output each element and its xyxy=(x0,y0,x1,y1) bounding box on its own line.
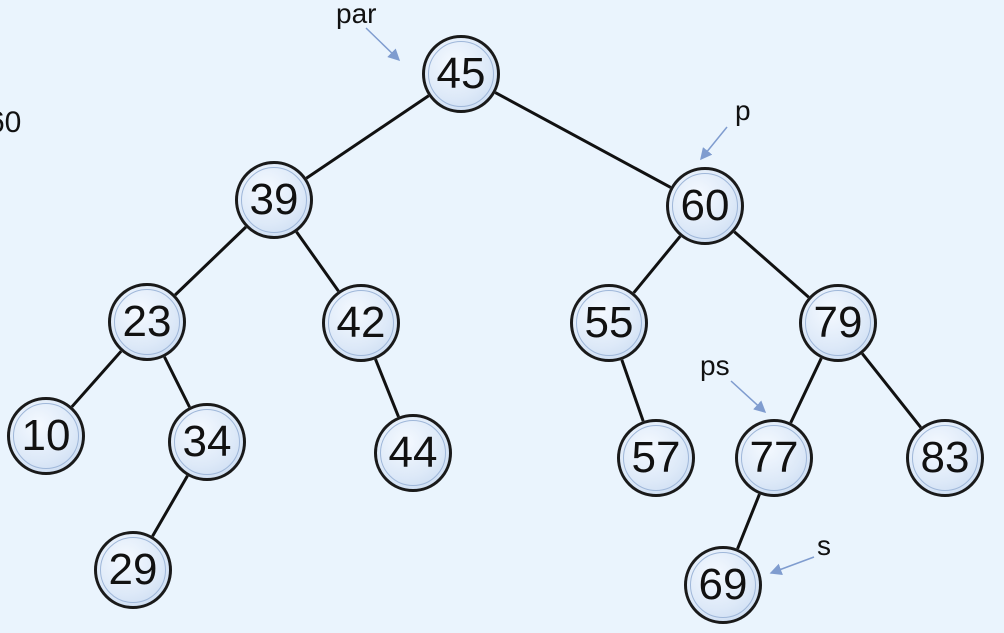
pointer-label-par: par xyxy=(336,0,377,29)
side-label: 60 xyxy=(0,106,22,139)
tree-node-44: 44 xyxy=(374,414,452,492)
tree-node-57: 57 xyxy=(617,419,695,497)
tree-edge-23-34 xyxy=(163,356,191,408)
tree-edge-39-23 xyxy=(174,225,247,297)
tree-edge-77-69 xyxy=(736,493,761,550)
tree-node-29: 29 xyxy=(94,531,172,609)
tree-node-23: 23 xyxy=(108,283,186,361)
tree-node-10: 10 xyxy=(7,397,85,475)
tree-node-34: 34 xyxy=(168,403,246,481)
tree-edge-45-39 xyxy=(305,94,430,180)
pointer-label-ps: ps xyxy=(700,350,730,381)
tree-edge-42-44 xyxy=(374,358,400,418)
tree-node-45: 45 xyxy=(422,35,500,113)
tree-edge-23-10 xyxy=(70,350,123,408)
tree-edge-60-55 xyxy=(632,235,682,294)
tree-edge-55-57 xyxy=(620,359,645,422)
tree-edge-45-60 xyxy=(494,91,672,189)
pointer-arrow-ps xyxy=(730,380,767,414)
tree-node-60: 60 xyxy=(666,167,744,245)
tree-edge-60-79 xyxy=(733,230,810,299)
tree-node-42: 42 xyxy=(322,284,400,362)
tree-node-69: 69 xyxy=(684,546,762,624)
tree-node-55: 55 xyxy=(570,284,648,362)
tree-edge-34-29 xyxy=(151,475,189,537)
pointer-arrow-par xyxy=(365,27,401,62)
pointer-arrow-p xyxy=(700,126,728,161)
pointer-arrow-s xyxy=(769,556,815,575)
tree-edge-39-42 xyxy=(295,230,340,293)
tree-edge-79-83 xyxy=(861,352,922,429)
pointer-label-s: s xyxy=(817,530,831,561)
tree-edge-79-77 xyxy=(789,357,823,424)
tree-node-83: 83 xyxy=(906,419,984,497)
tree-node-39: 39 xyxy=(235,161,313,239)
tree-node-77: 77 xyxy=(735,419,813,497)
tree-node-79: 79 xyxy=(799,284,877,362)
pointer-label-p: p xyxy=(735,95,751,126)
